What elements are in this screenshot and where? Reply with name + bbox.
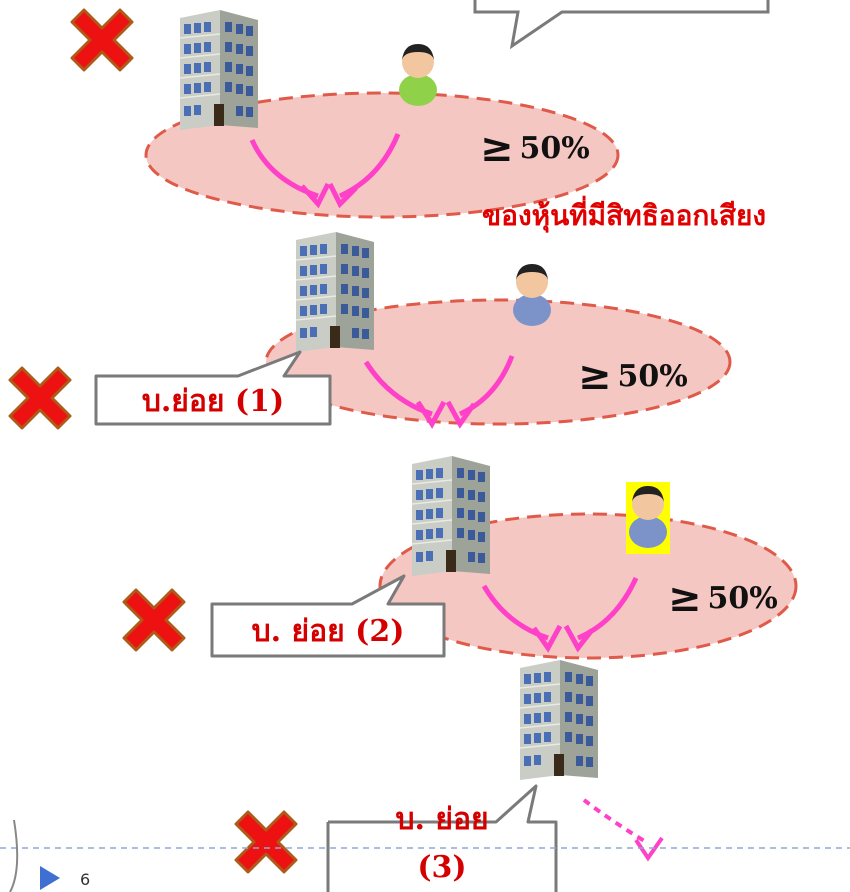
threshold-label-3: ≥50% (668, 574, 778, 621)
person-icon-2 (513, 264, 551, 326)
subsidiary-1-label: บ.ย่อย (1) (141, 384, 285, 419)
person-icon-3 (626, 482, 670, 554)
subsidiary-2-label: บ. ย่อย (2) (251, 614, 405, 649)
cross-icon-4 (234, 810, 298, 874)
cross-icon-3 (122, 588, 186, 652)
threshold-label-1: ≥50% (480, 124, 590, 171)
callout-subsidiary-3 (326, 784, 558, 892)
building-icon-subsidiary-2 (411, 455, 491, 577)
building-icon-subsidiary-3 (519, 659, 599, 781)
voting-shares-note: ของหุ้นที่มีสิทธิออกเสียง (482, 199, 767, 232)
cross-icon-1 (70, 8, 134, 72)
callout-subsidiary-2 (210, 574, 446, 658)
building-icon-parent (179, 9, 259, 131)
threshold-label-2: ≥50% (578, 352, 688, 399)
play-triangle-icon (40, 866, 60, 890)
shareholding-ellipse-2 (264, 298, 732, 426)
person-icon-1 (399, 44, 437, 106)
shareholding-ellipse-1 (144, 91, 620, 219)
callout-subsidiary-1 (94, 350, 332, 426)
continuation-arrow (582, 798, 648, 844)
cross-icon-2 (8, 366, 72, 430)
slide-number: 6 (80, 870, 91, 889)
top-callout (473, 0, 770, 50)
building-icon-subsidiary-1 (295, 231, 375, 353)
slide-corner-curve (9, 819, 19, 892)
subsidiary-3-label-line1: บ. ย่อย (395, 802, 489, 837)
subsidiary-3-label-line2: (3) (417, 850, 467, 885)
